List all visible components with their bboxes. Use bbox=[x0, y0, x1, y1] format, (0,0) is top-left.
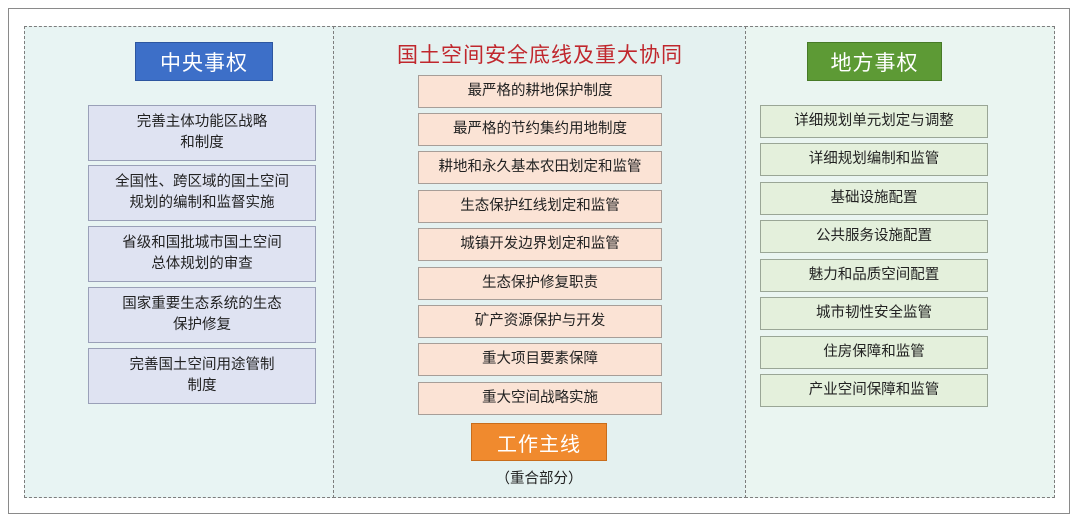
local-item: 详细规划编制和监管 bbox=[760, 143, 988, 176]
work-line-note: （重合部分） bbox=[495, 470, 583, 487]
local-item: 城市韧性安全监管 bbox=[760, 297, 988, 330]
local-item: 产业空间保障和监管 bbox=[760, 374, 988, 407]
shared-item: 生态保护修复职责 bbox=[418, 267, 662, 300]
local-item: 魅力和品质空间配置 bbox=[760, 259, 988, 292]
central-item: 省级和国批城市国土空间总体规划的审查 bbox=[88, 226, 316, 282]
shared-item: 重大空间战略实施 bbox=[418, 382, 662, 415]
local-item: 详细规划单元划定与调整 bbox=[760, 105, 988, 138]
shared-item: 生态保护红线划定和监管 bbox=[418, 190, 662, 223]
shared-item: 矿产资源保护与开发 bbox=[418, 305, 662, 338]
central-item: 完善主体功能区战略和制度 bbox=[88, 105, 316, 161]
central-item: 全国性、跨区域的国土空间规划的编制和监督实施 bbox=[88, 165, 316, 221]
outer-frame bbox=[8, 8, 1070, 514]
local-item: 基础设施配置 bbox=[760, 182, 988, 215]
central-item: 国家重要生态系统的生态保护修复 bbox=[88, 287, 316, 343]
central-item: 完善国土空间用途管制制度 bbox=[88, 348, 316, 404]
shared-item: 城镇开发边界划定和监管 bbox=[418, 228, 662, 261]
central-authority-header: 中央事权 bbox=[135, 42, 273, 81]
local-item: 公共服务设施配置 bbox=[760, 220, 988, 253]
work-line-label: 工作主线 bbox=[471, 423, 607, 461]
local-authority-header: 地方事权 bbox=[807, 42, 942, 81]
shared-item: 最严格的耕地保护制度 bbox=[418, 75, 662, 108]
shared-item: 耕地和永久基本农田划定和监管 bbox=[418, 151, 662, 184]
shared-item: 最严格的节约集约用地制度 bbox=[418, 113, 662, 146]
shared-bottom-line-title: 国土空间安全底线及重大协同 bbox=[397, 43, 683, 67]
shared-item: 重大项目要素保障 bbox=[418, 343, 662, 376]
local-item: 住房保障和监管 bbox=[760, 336, 988, 369]
